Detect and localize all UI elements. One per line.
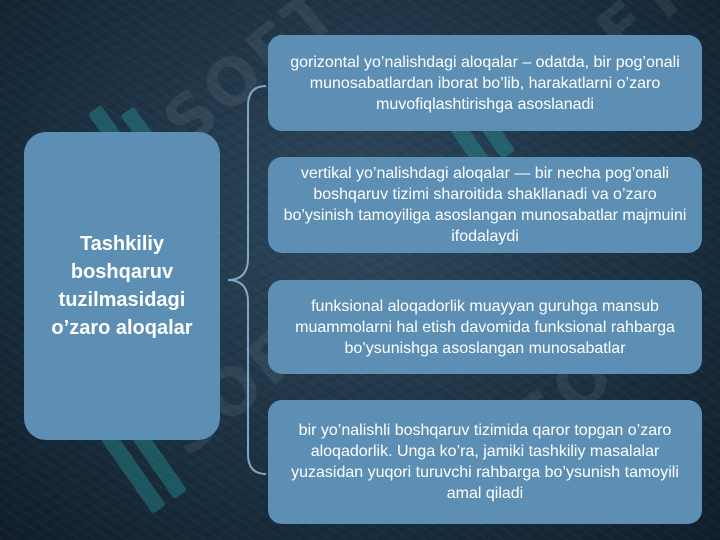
relation-item-text: vertikal yo’nalishdagi aloqalar — bir ne… [283,165,687,245]
relation-item-vertical: vertikal yo’nalishdagi aloqalar — bir ne… [268,157,702,253]
connector-brace [227,85,267,475]
main-concept-title: Tashkiliy boshqaruv tuzilmasidagi o’zaro… [51,233,193,339]
main-concept-box: Tashkiliy boshqaruv tuzilmasidagi o’zaro… [24,132,220,440]
relation-item-unidirectional: bir yo’nalishli boshqaruv tizimida qaror… [268,400,702,524]
relation-item-text: gorizontal yo’nalishdagi aloqalar – odat… [290,53,680,113]
relation-item-horizontal: gorizontal yo’nalishdagi aloqalar – odat… [268,35,702,131]
relation-item-text: bir yo’nalishli boshqaruv tizimida qaror… [291,422,679,502]
relation-item-text: funksional aloqadorlik muayyan guruhga m… [295,297,675,357]
relation-item-functional: funksional aloqadorlik muayyan guruhga m… [268,280,702,374]
